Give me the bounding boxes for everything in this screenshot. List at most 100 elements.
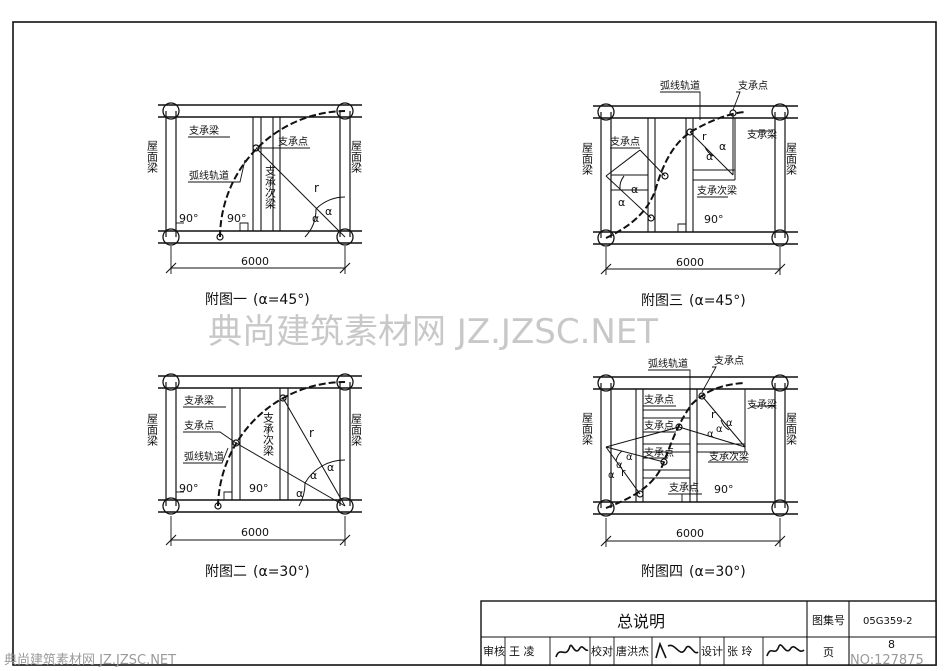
column-circle [771, 229, 789, 247]
label-right-angle: 90° [249, 482, 269, 495]
reviewer-name: 王 凌 [509, 644, 535, 658]
label-support-point: 支承点 [184, 420, 214, 432]
column-circle [597, 103, 615, 121]
support-point-marker [675, 423, 683, 431]
label-arc-track: 弧线轨道 [648, 357, 688, 370]
designer-signature [766, 644, 805, 657]
figure-1: 支承梁 支承点 弧线轨道 r α α 90° 90° 6000 屋面梁 屋面梁 … [146, 102, 363, 308]
figure-caption: 附图二(α=30°) [205, 564, 310, 580]
label-right-angle: 90° [227, 212, 247, 225]
checker-name: 唐洪杰 [616, 644, 649, 658]
label-alpha: α [716, 424, 723, 435]
atlas-number-label: 图集号 [812, 613, 845, 627]
support-point-marker [660, 458, 668, 466]
check-label: 校对 [591, 644, 613, 658]
column-circle [771, 103, 789, 121]
label-alpha: α [726, 418, 733, 429]
title-block: 总说明 图集号 05G359-2 审核 王 凌 校对 唐洪杰 设计 张 玲 页 … [480, 600, 937, 666]
label-radius: r [314, 181, 319, 195]
column-circle [597, 229, 615, 247]
support-point-marker [279, 394, 287, 402]
column-circle [162, 497, 180, 515]
label-roof-beam-left: 屋面梁 [146, 140, 159, 174]
designer-name: 张 玲 [727, 645, 753, 658]
label-support-point: 支承点 [278, 136, 308, 148]
label-alpha: α [312, 212, 319, 225]
column-circle [597, 374, 615, 392]
label-secondary-beam: 支承次梁 [262, 412, 275, 457]
label-radius: r [702, 130, 707, 143]
column-circle [336, 373, 354, 391]
dimension-span: 6000 [676, 527, 704, 540]
label-alpha: α [618, 196, 625, 209]
label-secondary-beam: 支承次梁 [264, 165, 277, 210]
label-secondary-beam: 支承次梁 [697, 184, 737, 197]
support-point-marker [232, 439, 240, 447]
column-circle [162, 373, 180, 391]
watermark-bottom-right: NO:127875 [850, 653, 924, 668]
arc-track-curve [219, 110, 346, 238]
label-alpha: α [325, 205, 332, 218]
label-support-beam: 支承梁 [747, 398, 777, 411]
figure-3: 弧线轨道 支承点 支承点 支承梁 支承次梁 r α α α α 90° 6000… [581, 79, 798, 309]
arc-track-curve [605, 111, 746, 239]
label-roof-beam-right: 屋面梁 [350, 413, 363, 447]
column-circle [771, 374, 789, 392]
figure-caption: 附图四(α=30°) [641, 564, 746, 580]
support-point-marker [686, 128, 694, 136]
page-label: 页 [823, 646, 834, 659]
column-circle [162, 228, 180, 246]
label-arc-track: 弧线轨道 [660, 79, 700, 92]
column-circle [336, 497, 354, 515]
support-point-marker [647, 214, 655, 222]
label-roof-beam-left: 屋面梁 [581, 412, 594, 446]
atlas-number: 05G359-2 [863, 616, 913, 627]
design-label: 设计 [701, 645, 723, 658]
label-alpha: α [616, 460, 623, 471]
label-alpha: α [608, 470, 615, 481]
label-arc-track: 弧线轨道 [189, 169, 229, 182]
label-radius: r [711, 408, 716, 421]
label-roof-beam-left: 屋面梁 [581, 142, 594, 176]
label-right-angle: 90° [704, 213, 724, 226]
page-number: 8 [888, 638, 895, 651]
label-alpha: α [327, 461, 334, 474]
figure-caption: 附图三(α=45°) [641, 293, 746, 309]
label-support-point: 支承点 [610, 136, 640, 148]
dimension-span: 6000 [676, 256, 704, 269]
label-support-beam: 支承梁 [747, 128, 777, 141]
column-circle [336, 102, 354, 120]
review-label: 审核 [483, 644, 505, 658]
support-point-marker [698, 392, 706, 400]
label-alpha: α [626, 452, 633, 463]
label-support-point: 支承点 [669, 482, 699, 494]
label-right-angle: 90° [179, 212, 199, 225]
figure-2: 支承梁 支承点 弧线轨道 r α α α 90° 90° 6000 屋面梁 屋面… [146, 373, 363, 580]
label-support-point: 支承点 [738, 80, 768, 92]
label-right-angle: 90° [179, 482, 199, 495]
support-point-marker [216, 233, 224, 241]
label-alpha: α [296, 487, 303, 500]
dimension-span: 6000 [241, 526, 269, 539]
column-circle [597, 499, 615, 517]
drawing-title: 总说明 [617, 612, 665, 631]
label-roof-beam-right: 屋面梁 [350, 140, 363, 174]
label-alpha: α [310, 469, 317, 482]
label-support-point: 支承点 [644, 394, 674, 406]
arc-track-curve [217, 381, 346, 507]
figure-caption: 附图一(α=45°) [205, 292, 310, 308]
label-roof-beam-left: 屋面梁 [146, 413, 159, 447]
label-support-point: 支承点 [714, 355, 744, 367]
label-support-point: 支承点 [644, 447, 674, 459]
column-circle [162, 102, 180, 120]
label-roof-beam-right: 屋面梁 [785, 412, 798, 446]
column-circle [336, 228, 354, 246]
label-alpha: α [631, 183, 638, 196]
label-arc-track: 弧线轨道 [184, 450, 224, 463]
label-right-angle: 90° [714, 483, 734, 496]
label-radius: r [621, 466, 626, 479]
label-alpha: α [707, 429, 714, 440]
label-secondary-beam: 支承次梁 [709, 450, 749, 463]
label-support-point: 支承点 [644, 420, 674, 432]
